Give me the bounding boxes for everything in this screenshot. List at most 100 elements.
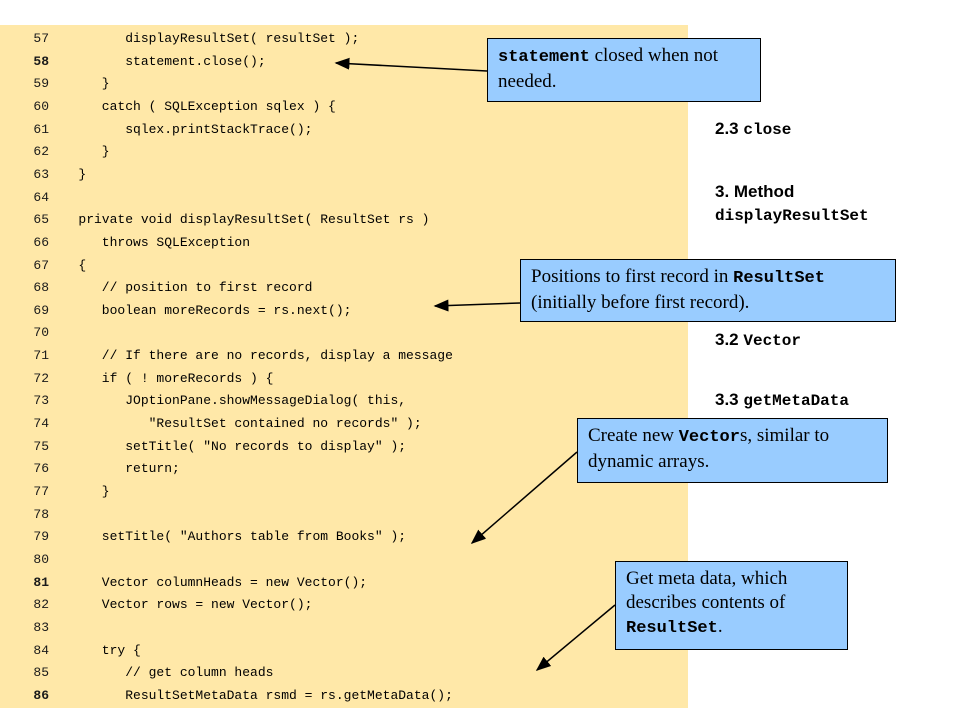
line-number: 62 <box>33 144 49 160</box>
code-line: 63 } <box>0 164 86 186</box>
callout-text: Get meta data, which describes contents … <box>626 568 788 613</box>
callout-text: (initially before first record). <box>531 292 750 313</box>
code-listing <box>0 25 688 708</box>
code-line: 68 // position to first record <box>0 277 312 299</box>
line-number: 61 <box>33 121 49 137</box>
code-line: 72 if ( ! moreRecords ) { <box>0 368 273 390</box>
code-line: 80 <box>0 549 55 571</box>
callout-vector: Create new Vectors, similar to dynamic a… <box>577 418 888 483</box>
code-text: } <box>55 484 110 499</box>
code-text: boolean moreRecords = rs.next(); <box>55 302 352 318</box>
code-text: statement.close(); <box>55 53 266 69</box>
code-line: 69 boolean moreRecords = rs.next(); <box>0 300 351 322</box>
code-line: 59 } <box>0 73 109 95</box>
line-number: 79 <box>33 529 49 545</box>
outline-num: 3.2 <box>715 330 744 349</box>
code-text: catch ( SQLException sqlex ) { <box>55 98 336 114</box>
code-line: 86 ResultSetMetaData rsmd = rs.getMetaDa… <box>0 685 453 707</box>
code-line: 84 try { <box>0 640 141 662</box>
callout-text: s, similar to dynamic arrays. <box>588 425 830 472</box>
code-line: 79 setTitle( "Authors table from Books" … <box>0 526 406 548</box>
line-number: 65 <box>33 212 49 228</box>
callout-mono: statement <box>498 48 590 67</box>
line-number: 67 <box>33 257 49 273</box>
code-text: throws SQLException <box>55 234 251 250</box>
outline-item-get-meta-data: 3.3 getMetaData <box>715 388 849 413</box>
code-text: JOptionPane.showMessageDialog( this, <box>55 393 407 409</box>
code-text: if ( ! moreRecords ) { <box>55 370 274 386</box>
line-number: 69 <box>33 302 49 318</box>
line-number: 66 <box>33 234 49 250</box>
callout-text: Create new <box>588 425 679 446</box>
code-line: 82 Vector rows = new Vector(); <box>0 594 312 616</box>
line-number: 81 <box>33 574 49 590</box>
callout-mono: ResultSet <box>626 619 718 638</box>
line-number: 75 <box>33 438 49 454</box>
line-number: 73 <box>33 393 49 409</box>
code-line: 65 private void displayResultSet( Result… <box>0 209 429 231</box>
code-line: 64 <box>0 187 55 209</box>
code-line: 76 return; <box>0 458 180 480</box>
code-line: 60 catch ( SQLException sqlex ) { <box>0 96 336 118</box>
code-text: { <box>55 257 87 273</box>
code-line: 81 Vector columnHeads = new Vector(); <box>0 572 367 594</box>
line-number: 86 <box>33 687 49 703</box>
line-number: 58 <box>33 53 49 69</box>
code-text: } <box>55 166 87 182</box>
callout-metadata: Get meta data, which describes contents … <box>615 561 848 650</box>
line-number: 60 <box>33 98 49 114</box>
outline-mono: Vector <box>743 332 801 350</box>
line-number: 70 <box>33 325 49 341</box>
code-text: setTitle( "Authors table from Books" ); <box>55 529 407 545</box>
code-text: setTitle( "No records to display" ); <box>55 438 407 454</box>
code-text: private void displayResultSet( ResultSet… <box>55 212 430 228</box>
code-line: 77 } <box>0 481 110 503</box>
code-line: 73 JOptionPane.showMessageDialog( this, <box>0 390 406 412</box>
line-number: 77 <box>33 484 49 499</box>
outline-mono: displayResultSet <box>715 207 869 225</box>
callout-text: Positions to first record in <box>531 266 734 287</box>
line-number: 74 <box>33 416 49 432</box>
line-number: 64 <box>33 189 49 205</box>
line-number: 82 <box>33 597 49 613</box>
code-text: try { <box>55 642 141 658</box>
code-line: 70 <box>0 322 55 344</box>
code-text: displayResultSet( resultSet ); <box>55 31 360 46</box>
line-number: 78 <box>33 506 49 522</box>
line-number: 63 <box>33 166 49 182</box>
outline-num: 3. Method <box>715 182 795 201</box>
code-text: "ResultSet contained no records" ); <box>55 416 422 432</box>
code-line: 83 <box>0 617 55 639</box>
code-text: Vector columnHeads = new Vector(); <box>55 574 368 590</box>
line-number: 72 <box>33 370 49 386</box>
code-text: return; <box>55 461 180 477</box>
callout-mono: Vector <box>678 428 740 447</box>
line-number: 57 <box>33 31 49 46</box>
callout-first-record: Positions to first record in ResultSet (… <box>520 259 896 322</box>
outline-item-vector: 3.2 Vector <box>715 328 801 353</box>
line-number: 80 <box>33 551 49 567</box>
code-line: 57 displayResultSet( resultSet ); <box>0 28 359 50</box>
code-line: 85 // get column heads <box>0 662 273 684</box>
outline-item-display-result-set: 3. Method displayResultSet <box>715 180 869 228</box>
code-text: ResultSetMetaData rsmd = rs.getMetaData(… <box>55 687 453 703</box>
outline-item-close: 2.3 close <box>715 117 791 142</box>
line-number: 68 <box>33 280 49 296</box>
code-text: // position to first record <box>55 280 313 296</box>
outline-num: 3.3 <box>715 390 744 409</box>
outline-mono: close <box>743 121 792 139</box>
code-text: // If there are no records, display a me… <box>55 348 453 364</box>
code-text: // get column heads <box>55 665 274 681</box>
callout-text: . <box>717 616 723 637</box>
line-number: 76 <box>33 461 49 477</box>
line-number: 84 <box>33 642 49 658</box>
code-line: 62 } <box>0 141 109 163</box>
code-line: 75 setTitle( "No records to display" ); <box>0 436 406 458</box>
code-line: 74 "ResultSet contained no records" ); <box>0 413 422 435</box>
callout-text: closed when not needed. <box>498 45 719 92</box>
code-text: Vector rows = new Vector(); <box>55 597 313 613</box>
code-line: 66 throws SQLException <box>0 232 250 254</box>
line-number: 83 <box>33 619 49 635</box>
code-line: 67 { <box>0 255 86 277</box>
code-line: 78 <box>0 504 55 526</box>
